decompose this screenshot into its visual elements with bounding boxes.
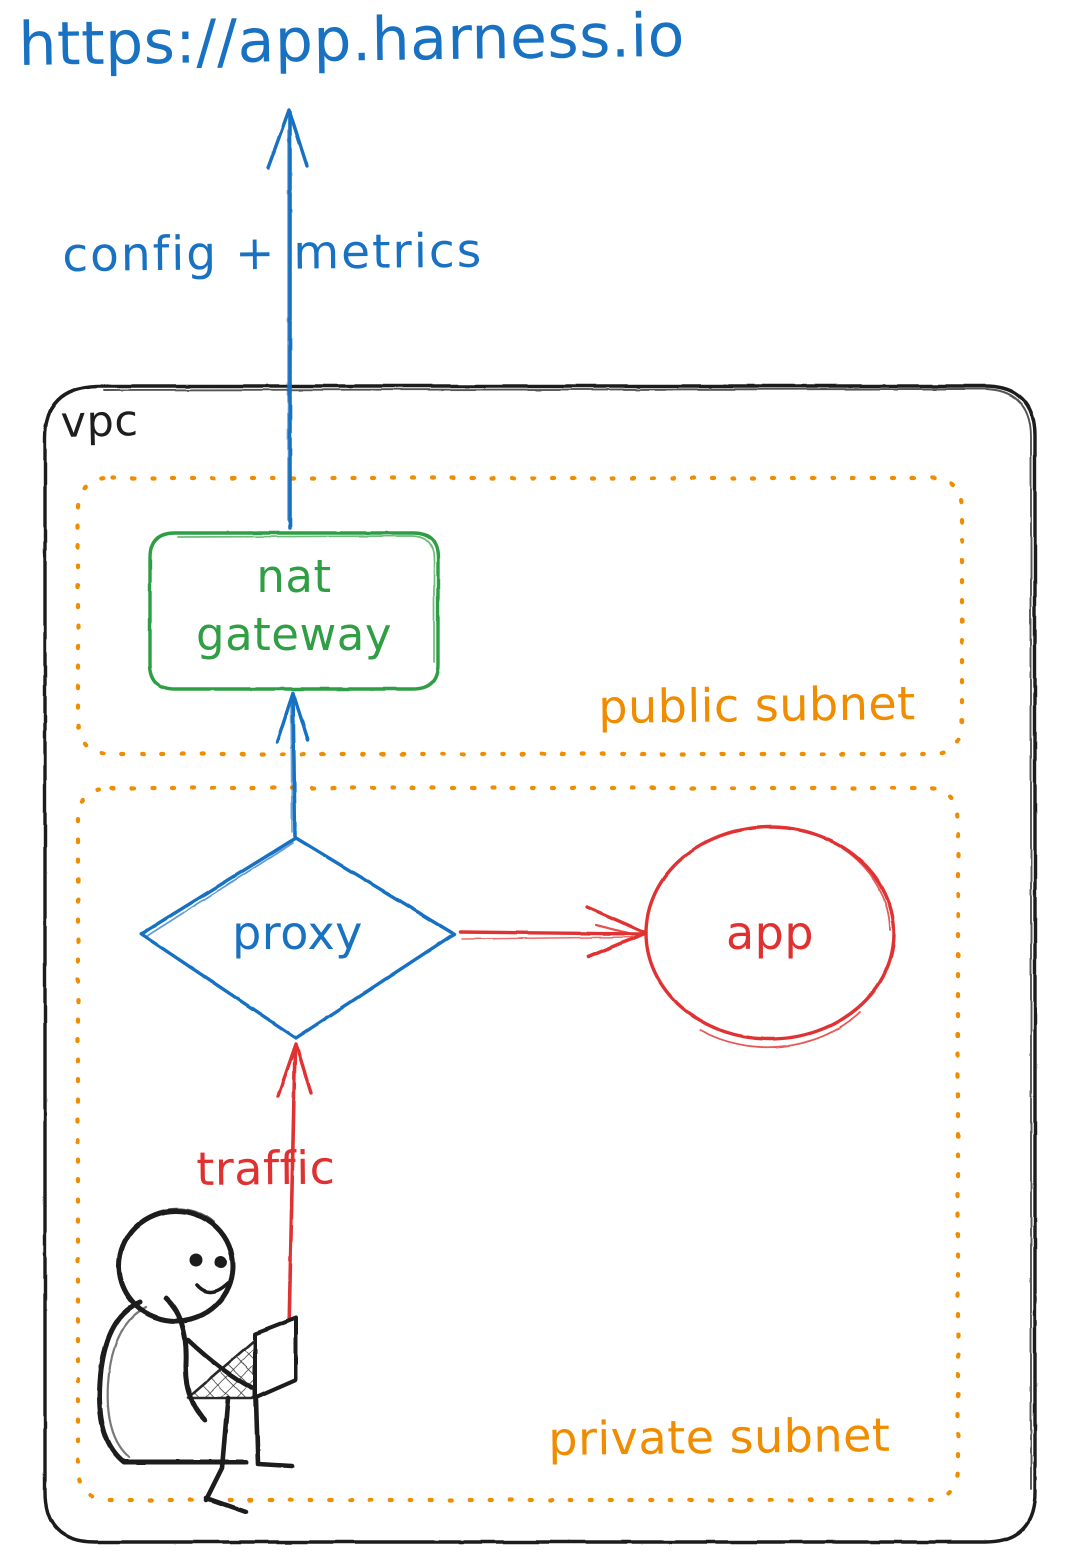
proxy-node[interactable]: [139, 836, 456, 1040]
vpc-label: vpc: [60, 396, 140, 448]
public-subnet-label: public subnet: [598, 676, 916, 734]
nat-gateway-label-line1: nat: [256, 550, 332, 603]
app-label: app: [725, 906, 815, 960]
user-stick-figure: [97, 1207, 298, 1515]
nat-gateway-label: nat gateway: [150, 548, 438, 664]
app-node[interactable]: [644, 825, 896, 1049]
nat-gateway-label-line2: gateway: [196, 608, 392, 661]
endpoint-url-label[interactable]: https://app.harness.io: [18, 0, 686, 80]
proxy-label: proxy: [232, 906, 363, 960]
private-subnet-label: private subnet: [548, 1407, 891, 1466]
traffic-label: traffic: [196, 1140, 336, 1196]
edge-user-to-proxy: [276, 1042, 313, 1332]
edge-proxy-to-nat: [275, 691, 310, 838]
nat-gateway-node[interactable]: [148, 531, 440, 691]
edge-proxy-to-app: [458, 905, 648, 959]
uplink-label: config + metrics: [62, 223, 484, 283]
edge-nat-to-internet: [266, 108, 309, 530]
vpc-container[interactable]: [43, 384, 1037, 1544]
